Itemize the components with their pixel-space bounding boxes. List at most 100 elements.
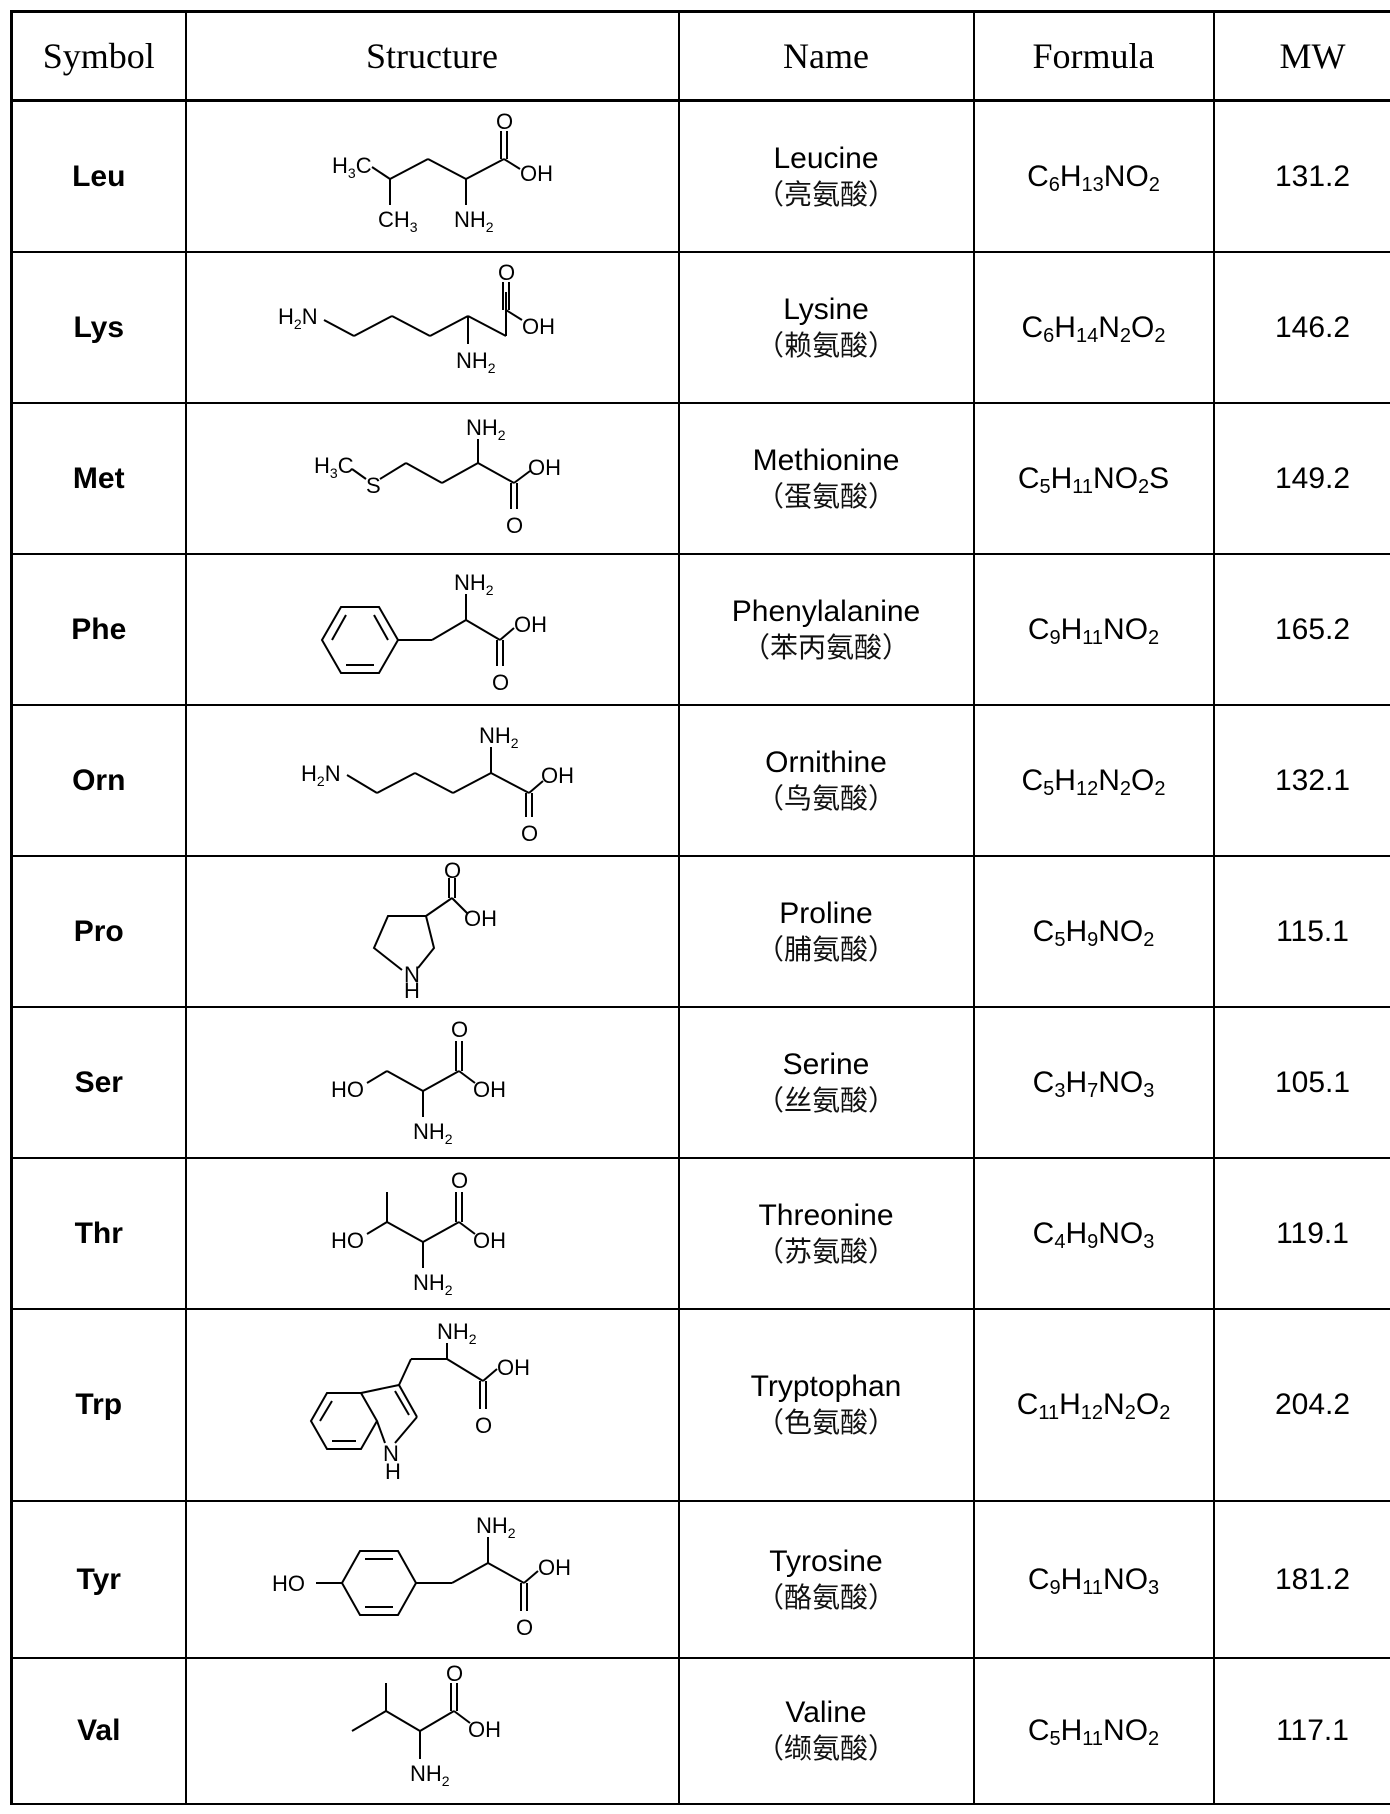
formula-element: C [1021,763,1044,797]
header-formula: Formula [972,10,1215,102]
valine-structure: NH2 O OH [351,1661,501,1789]
symbol-cell: Val [10,1657,187,1805]
name-cell: Tryptophan（色氨酸） [677,1308,975,1502]
name-cn: （亮氨酸） [755,177,896,211]
formula-subscript: 9 [1049,626,1061,649]
name-cell: Threonine（苏氨酸） [677,1157,975,1310]
name-cell: Leucine（亮氨酸） [677,99,975,253]
mw-cell: 119.1 [1212,1157,1390,1310]
h3c-label: H3C [332,153,372,181]
formula-cell: C3H7NO3 [972,1006,1215,1159]
oh-label: OH [514,612,547,637]
formula-element: NO [1098,914,1144,948]
mw-cell: 132.1 [1212,704,1390,857]
formula-cell: C5H9NO2 [972,855,1215,1008]
name-en: Proline [779,896,873,930]
formula-subscript: 11 [1072,475,1094,498]
carbonyl-o-label: O [444,862,461,883]
carbonyl-o-label: O [446,1661,463,1686]
name-en: Tyrosine [769,1544,883,1578]
formula-element: H [1065,1216,1088,1250]
formula-cell: C6H13NO2 [972,99,1215,253]
name-en: Leucine [773,141,879,175]
oh-label: OH [538,1555,571,1580]
nh2-label: NH2 [466,415,506,443]
tryptophan-structure: NH2 OH O N H [309,1319,530,1484]
oh-label: OH [464,906,497,931]
carbonyl-o-label: O [496,109,513,134]
formula-subscript: 2 [1119,324,1132,347]
formula-element: N [1098,763,1120,797]
structure-cell: H3C CH3 NH2 O OH [184,99,680,253]
structure-cell: HO NH2 O OH [184,1006,680,1159]
oh-label: OH [497,1355,530,1380]
oh-label: OH [473,1077,506,1102]
oh-label: OH [528,455,561,480]
formula-element: O [1135,1388,1160,1421]
formula-cell: C4H9NO3 [972,1157,1215,1310]
header-name: Name [677,10,975,102]
formula-element: NO [1103,1562,1149,1596]
structure-cell: NH2 OH O [184,553,680,706]
mw-cell: 117.1 [1212,1657,1390,1805]
proline-structure: N H O OH [372,862,497,1002]
formula-element: H [1060,612,1083,646]
symbol-cell: Orn [10,704,187,857]
table-row: Leu H3C CH3 NH2 [10,99,1390,253]
symbol-cell: Trp [10,1308,187,1502]
nh2-label: NH2 [437,1319,477,1347]
name-cell: Ornithine（鸟氨酸） [677,704,975,857]
table-row: Thr HO NH2 O OH [10,1157,1390,1310]
name-cell: Lysine（赖氨酸） [677,251,975,404]
name-en: Threonine [758,1198,894,1232]
header-structure: Structure [184,10,680,102]
serine-structure: HO NH2 O OH [331,1017,506,1147]
formula-element: C [1016,1388,1039,1421]
name-en: Ornithine [765,745,887,779]
structure-cell: H2N NH2 OH O [184,704,680,857]
table-row: Phe NH2 [10,553,1390,706]
formula-element: NO [1098,1065,1144,1099]
table-row: Tyr HO [10,1500,1390,1659]
name-cn: （蛋氨酸） [755,479,896,513]
formula-subscript: 9 [1049,1576,1061,1599]
symbol-cell: Lys [10,251,187,404]
formula-element: H [1059,159,1082,193]
mw-cell: 131.2 [1212,99,1390,253]
formula-element: C [1021,310,1044,344]
formula-subscript: 2 [1148,1728,1160,1750]
formula-element: C [1027,159,1049,193]
structure-cell: NH2 O OH [184,1657,680,1805]
formula-element: H [1065,914,1088,948]
formula-subscript: 3 [1143,1230,1155,1253]
formula-subscript: 6 [1043,324,1055,347]
name-cell: Valine（缬氨酸） [677,1657,975,1805]
nh-hydrogen-label: H [385,1459,401,1484]
ho-label: HO [272,1571,305,1596]
mw-cell: 115.1 [1212,855,1390,1008]
mw-cell: 149.2 [1212,402,1390,555]
carbonyl-o-label: O [516,1615,533,1640]
formula-subscript: 7 [1087,1079,1099,1102]
formula-subscript: 2 [1143,928,1155,951]
formula-element: H [1065,1065,1088,1099]
carbonyl-o-label: O [475,1413,492,1438]
formula-subscript: 14 [1075,324,1099,347]
nh2-label: NH2 [476,1513,516,1541]
structure-cell: NH2 OH O N H [184,1308,680,1502]
mw-cell: 105.1 [1212,1006,1390,1159]
formula-element: H [1059,1388,1081,1421]
name-en: Methionine [752,443,900,477]
carbonyl-o-label: O [492,670,509,695]
formula-subscript: 2 [1148,173,1160,196]
name-cn: （苏氨酸） [755,1234,896,1268]
h2n-label: H2N [278,304,318,332]
nh2-label: NH2 [456,348,496,376]
ch3-label: CH3 [378,207,418,235]
formula-subscript: 2 [1124,1402,1136,1424]
name-cn: （赖氨酸） [755,328,896,362]
name-en: Serine [782,1047,870,1081]
name-cn: （缬氨酸） [755,1732,896,1765]
tyrosine-structure: HO NH2 OH O [272,1513,571,1640]
structure-cell: HO NH2 O OH [184,1157,680,1310]
